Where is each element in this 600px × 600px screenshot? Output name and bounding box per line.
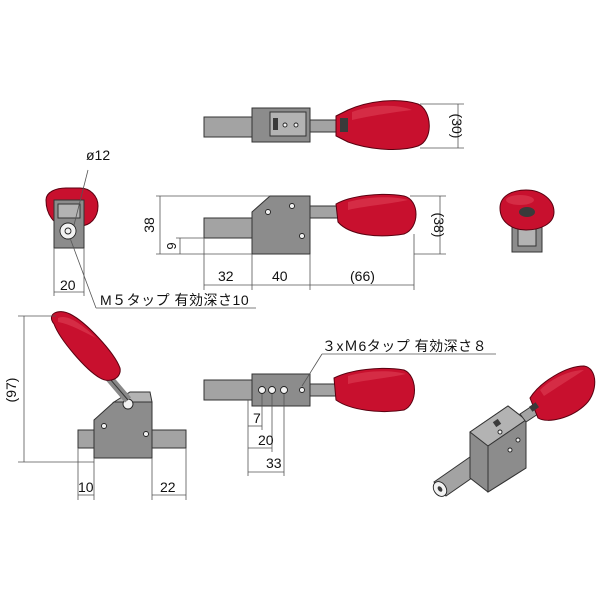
- left-side-view: ø12 20 M５タップ 有効深さ10: [45, 147, 256, 309]
- iso-rod-tap: [437, 486, 443, 492]
- bottom-view-rod: [203, 379, 253, 401]
- iso-handle-highlight: [540, 370, 584, 396]
- dim-top-height: (30): [449, 114, 465, 139]
- tap-hole: [280, 386, 288, 394]
- front-view-rod: [203, 217, 255, 239]
- bottom-view-shaft: [309, 383, 337, 397]
- tap-hole: [258, 386, 266, 394]
- m6-tap-leader: [301, 353, 323, 387]
- dim-front-offset: 9: [164, 242, 179, 249]
- diameter-leader: [73, 169, 89, 226]
- front-view-shaft: [309, 205, 341, 219]
- front-view-hole: [265, 209, 271, 215]
- right-side-view: [499, 189, 555, 253]
- top-view-hole: [282, 122, 288, 128]
- m5-tap-leader: [69, 237, 97, 309]
- top-view-marker: [273, 118, 278, 130]
- open-position-view: (97) 10 22: [3, 311, 187, 500]
- iso-body-side: [487, 419, 527, 493]
- front-view-hole: [289, 203, 295, 209]
- open-view-handle-highlight: [58, 316, 96, 338]
- dim-diameter: ø12: [86, 147, 110, 163]
- dim-front-len-b: 40: [272, 268, 288, 284]
- pivot-hole: [299, 387, 305, 393]
- dim-right-height: (38): [431, 213, 447, 238]
- open-view-body: [93, 401, 153, 459]
- right-view-handle-highlight: [506, 195, 534, 205]
- dim-side-width: 20: [60, 277, 76, 293]
- dim-hole-c: 33: [266, 455, 282, 471]
- dim-open-left: 10: [78, 479, 94, 495]
- top-view: (30): [203, 100, 465, 150]
- dim-open-height: (97): [3, 378, 19, 403]
- top-view-hole: [293, 122, 299, 128]
- iso-handle-pin: [529, 402, 539, 412]
- front-view-hole: [299, 233, 305, 239]
- left-view-tap-hole: [64, 227, 72, 235]
- iso-hole: [497, 429, 503, 435]
- iso-marker: [492, 418, 502, 428]
- right-view-handle-cap: [519, 207, 535, 217]
- note-m6-tap: ３xＭ6タップ 有効深さ８: [322, 338, 487, 354]
- dim-front-handle: (66): [350, 268, 375, 284]
- iso-handle: [529, 365, 596, 421]
- dim-front-len-a: 32: [218, 268, 234, 284]
- iso-hole: [507, 447, 513, 453]
- top-view-shaft: [309, 119, 337, 133]
- isometric-view: [432, 365, 596, 497]
- front-view: 38 9 32 40 (66) (38): [141, 193, 447, 290]
- open-view-handle: [50, 311, 121, 381]
- open-view-hole: [143, 431, 149, 437]
- front-view-handle-highlight: [348, 197, 408, 210]
- iso-hole: [515, 437, 521, 443]
- dim-hole-a: 7: [253, 410, 261, 426]
- front-view-body: [251, 195, 311, 255]
- top-view-handle-highlight: [352, 105, 412, 120]
- left-view-body-top: [57, 203, 81, 219]
- right-view-body-face: [517, 227, 537, 247]
- dim-front-height: 38: [141, 217, 157, 233]
- top-view-handle-pin: [340, 118, 348, 132]
- tap-hole: [268, 386, 276, 394]
- bottom-view: ３xＭ6タップ 有効深さ８ 7 20 33: [203, 338, 496, 476]
- bottom-view-handle-highlight: [348, 371, 406, 384]
- dim-hole-b: 20: [258, 432, 274, 448]
- note-m5-tap: M５タップ 有効深さ10: [100, 292, 249, 308]
- open-view-hole: [101, 423, 107, 429]
- top-view-rod: [203, 116, 253, 138]
- dim-open-right: 22: [160, 479, 176, 495]
